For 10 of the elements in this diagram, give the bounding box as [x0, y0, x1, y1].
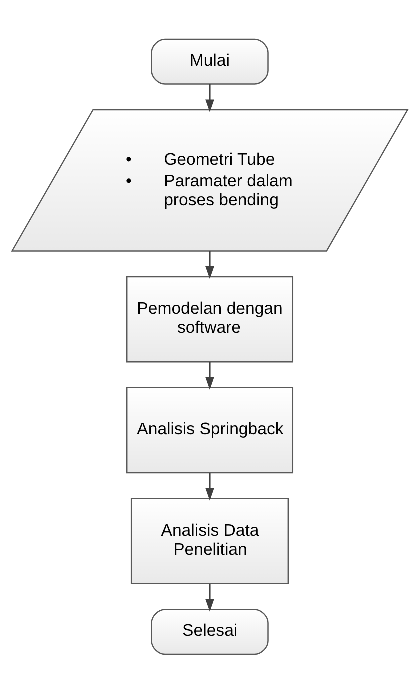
node-box: Pemodelan dengan software — [126, 276, 294, 362]
node-box: Mulai — [151, 38, 269, 84]
arrow — [206, 472, 214, 500]
arrow — [206, 84, 214, 112]
node-box: Analisis Springback — [126, 386, 294, 474]
arrow — [206, 362, 214, 390]
arrow — [206, 584, 214, 612]
arrow — [206, 250, 214, 279]
node-box: Analisis Data Penelitian — [130, 498, 290, 584]
node-box: Selesai — [151, 608, 269, 655]
